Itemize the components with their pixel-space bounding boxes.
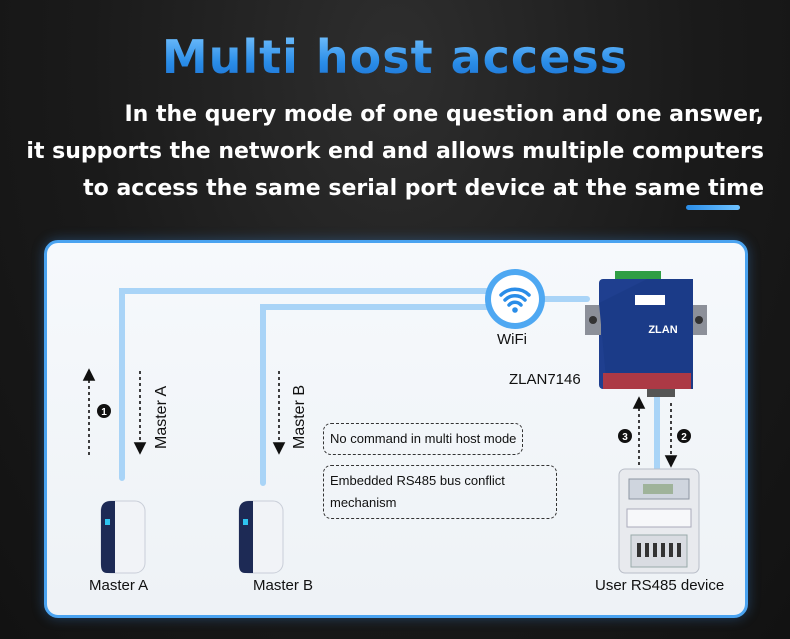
line-master-a (119, 288, 490, 481)
note-rs485-conflict: Embedded RS485 bus conflict mechanism (323, 465, 557, 519)
subtitle-line-2: it supports the network end and allows m… (26, 139, 764, 164)
arrow-master-b-down (272, 371, 286, 455)
subtitle-line-3: to access the same serial port device at… (83, 176, 764, 201)
rs485-meter-icon (618, 468, 700, 574)
note-rs485-line-2: mechanism (330, 495, 397, 510)
connection-diagram: 1 3 2 (82, 269, 707, 574)
master-b-computer-icon (238, 500, 284, 574)
master-b-label: Master B (253, 577, 314, 594)
zlan-device-icon (585, 271, 707, 397)
page-title: Multi host access (0, 30, 790, 84)
step-3-number: 3 (622, 432, 628, 443)
subtitle: In the query mode of one question and on… (0, 96, 764, 207)
master-a-label: Master A (89, 577, 149, 594)
master-a-computer-icon (100, 500, 146, 574)
note-multi-host: No command in multi host mode (323, 423, 524, 455)
wifi-label: WiFi (497, 331, 527, 348)
arrow-step-3 (618, 396, 646, 465)
arrow-step-1 (82, 368, 111, 455)
arrow-master-a-down (133, 371, 147, 455)
device-model-label: ZLAN7146 (509, 371, 581, 388)
accent-bar (686, 205, 740, 210)
wifi-icon (485, 269, 545, 329)
diagram-panel: 1 3 2 (44, 240, 748, 618)
step-1-number: 1 (101, 407, 107, 418)
subtitle-line-1: In the query mode of one question and on… (124, 102, 764, 127)
device-brand-text: ZLAN (648, 324, 677, 336)
note-rs485-line-1: Embedded RS485 bus conflict (330, 473, 505, 488)
line-master-b (260, 304, 490, 486)
master-b-vertical-label: Master B (291, 384, 308, 449)
master-a-vertical-label: Master A (153, 385, 170, 449)
user-device-label: User RS485 device (595, 577, 725, 594)
arrow-step-2 (664, 403, 691, 468)
step-2-number: 2 (681, 432, 687, 443)
